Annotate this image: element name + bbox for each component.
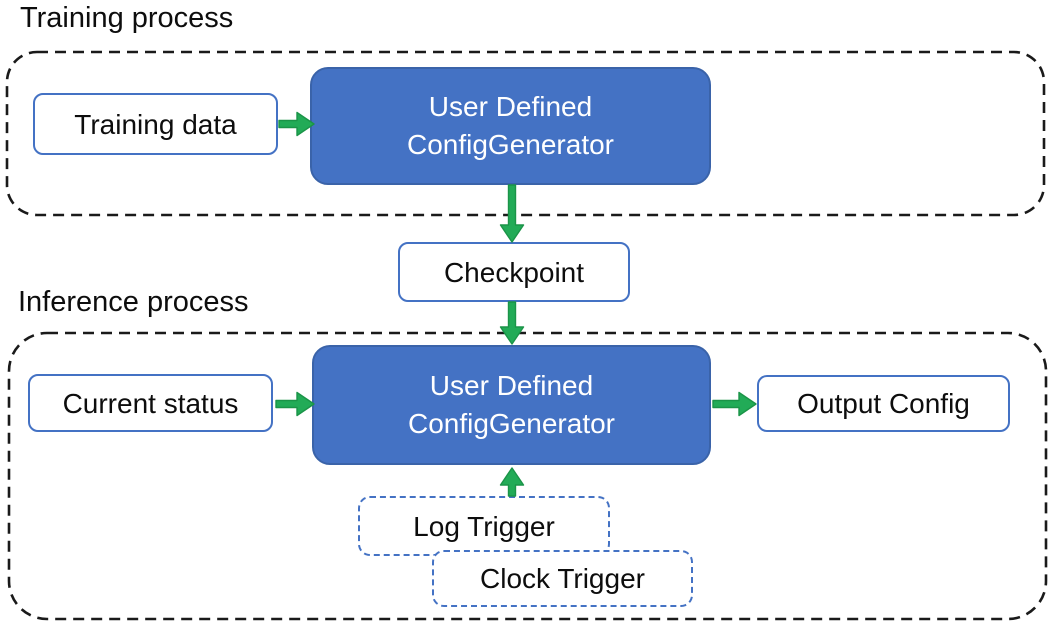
output-config-node: Output Config	[757, 375, 1010, 432]
inference-process-label: Inference process	[18, 286, 249, 318]
log-trigger-node: Log Trigger	[358, 496, 610, 556]
checkpoint-node: Checkpoint	[398, 242, 630, 302]
clock-trigger-label: Clock Trigger	[480, 563, 645, 594]
arrow-generator-to-checkpoint	[499, 184, 525, 243]
arrow-training-data-to-generator	[278, 111, 315, 137]
clock-trigger-node: Clock Trigger	[432, 550, 693, 607]
checkpoint-label: Checkpoint	[443, 256, 585, 288]
arrow-current-status-to-generator	[275, 391, 315, 417]
config-generator-inference-line2: ConfigGenerator	[407, 408, 615, 439]
current-status-node: Current status	[28, 374, 273, 432]
current-status-label: Current status	[62, 387, 239, 419]
config-generator-inference-node: User Defined ConfigGenerator	[312, 345, 711, 465]
config-generator-training-node: User Defined ConfigGenerator	[310, 67, 711, 185]
config-generator-training-line2: ConfigGenerator	[406, 129, 614, 160]
arrow-generator-to-output-config	[712, 391, 757, 417]
arrow-checkpoint-to-inference-generator	[499, 301, 525, 345]
config-generator-training-line1: User Defined	[428, 90, 593, 122]
training-data-label: Training data	[74, 108, 237, 140]
arrow-log-trigger-to-generator	[499, 467, 525, 497]
log-trigger-label: Log Trigger	[413, 510, 555, 542]
training-process-label: Training process	[20, 2, 234, 34]
output-config-label: Output Config	[797, 388, 970, 419]
training-data-node: Training data	[33, 93, 278, 155]
config-generator-inference-line1: User Defined	[429, 369, 594, 401]
